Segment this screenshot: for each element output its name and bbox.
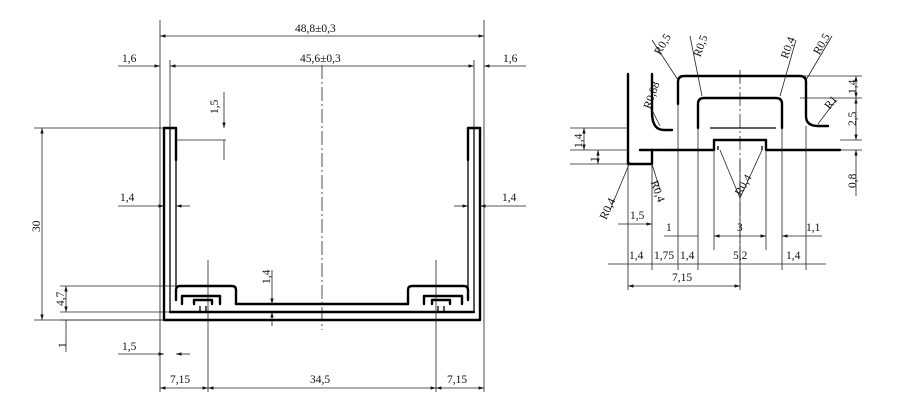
dim-r05-mid: R0,5	[692, 33, 711, 58]
dim-h1: 1	[589, 156, 601, 162]
dim-top-gap: 1,5	[209, 99, 221, 114]
dim-channel-left: 7,15	[170, 374, 190, 386]
detail-profile	[626, 72, 842, 166]
dim-bottom: 1	[57, 342, 69, 348]
dim-side-left: 1,4	[120, 192, 135, 204]
dim-h14-right: 1,4	[847, 79, 859, 94]
dim-overall-width: 48,8±0,3	[295, 23, 336, 35]
dim-channel-right: 7,15	[447, 374, 467, 386]
front-view: 48,8±0,3 45,6±0,3 1,6 1,6 1,5 30 1,4 1,4	[31, 20, 526, 392]
dim-w14a: 1,4	[629, 250, 644, 262]
dim-r05-left: R0,5	[652, 32, 674, 57]
dim-height: 30	[31, 220, 43, 232]
dim-r05-right: R0,5	[811, 32, 833, 57]
dim-base-thickness: 1,4	[261, 269, 273, 284]
profile-outline	[162, 126, 482, 322]
dim-h08: 0,8	[847, 173, 859, 188]
detail-view: R0,5 R0,5 R0,4 R0,5 R0,88 R1 R0,4 R0,4 R…	[570, 32, 862, 290]
dim-h14-left: 1,4	[573, 133, 585, 148]
dim-w14c: 1,4	[786, 250, 801, 262]
dim-w14b: 1,4	[680, 250, 695, 262]
dim-r088: R0,88	[642, 80, 663, 110]
dim-h25: 2,5	[847, 111, 859, 126]
dim-w15: 1,5	[630, 210, 645, 222]
dim-bottom-flange: 1,5	[122, 341, 137, 353]
dim-w1: 1	[666, 222, 672, 234]
dim-w175: 1,75	[654, 250, 674, 262]
dim-r04-center: R0,4	[733, 173, 755, 198]
dim-inner-width: 45,6±0,3	[300, 53, 341, 65]
dim-foot-height: 4,7	[55, 291, 67, 306]
dim-center-span: 34,5	[310, 374, 330, 386]
dim-w715: 7,15	[672, 272, 692, 284]
dim-side-right: 1,4	[502, 192, 517, 204]
dim-r1: R1	[823, 94, 841, 112]
dim-w3: 3	[737, 222, 743, 234]
dim-w52: 5,2	[733, 250, 748, 262]
dim-wall-right: 1,6	[503, 53, 518, 65]
dim-w11: 1,1	[806, 222, 821, 234]
dim-r04-top: R0,4	[779, 35, 798, 60]
dim-r04-low: R0,4	[648, 179, 667, 204]
dim-r04-left: R0,4	[598, 196, 618, 221]
dim-wall-left: 1,6	[122, 53, 137, 65]
